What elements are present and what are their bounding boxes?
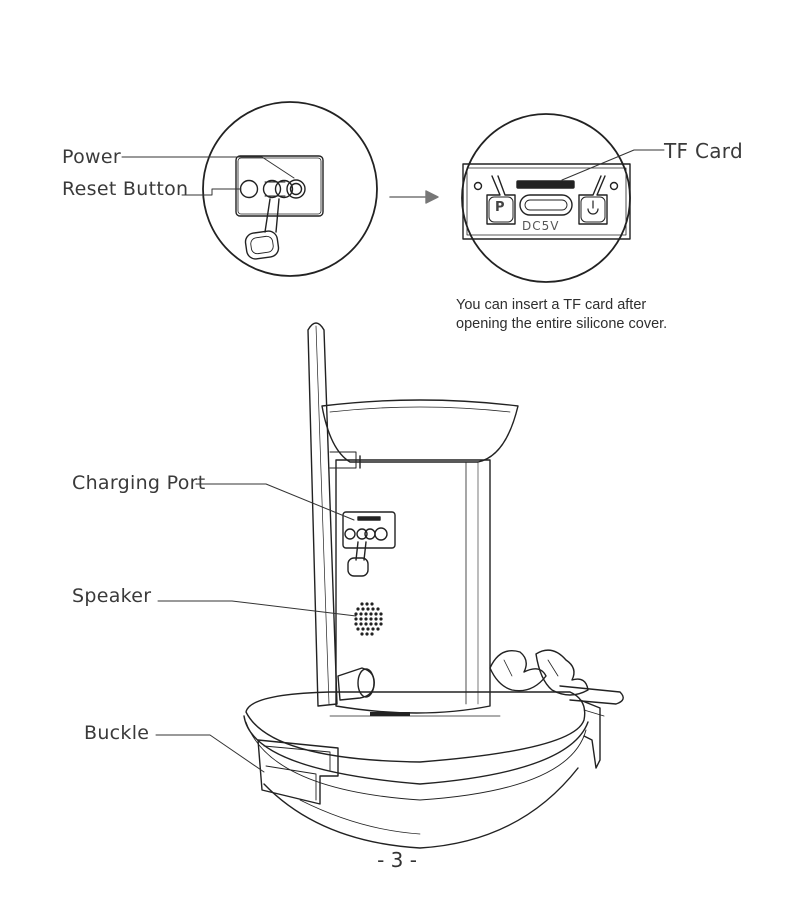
- label-speaker: Speaker: [72, 585, 151, 607]
- leader-reset: [182, 189, 241, 195]
- zoom-circle-open-cover: [462, 114, 630, 282]
- note-line-1: You can insert a TF card after: [456, 296, 667, 315]
- note-line-2: opening the entire silicone cover.: [456, 315, 667, 334]
- tf-card-note: You can insert a TF card after opening t…: [456, 296, 667, 334]
- speaker-grille: [354, 602, 382, 635]
- label-tf-card: TF Card: [664, 139, 743, 163]
- label-power: Power: [62, 146, 121, 168]
- leader-speaker: [158, 601, 356, 616]
- label-charging-port: Charging Port: [72, 472, 205, 494]
- dc5v-label: DC5V: [522, 219, 559, 233]
- leader-lines: [122, 150, 664, 772]
- label-buckle: Buckle: [84, 722, 149, 744]
- leader-tf-card: [562, 150, 664, 180]
- leader-buckle: [156, 735, 264, 772]
- reset-p-glyph: P: [495, 200, 505, 215]
- page-number: - 3 -: [0, 848, 794, 872]
- arrow-icon: [390, 191, 438, 203]
- label-reset-button: Reset Button: [62, 178, 188, 200]
- camera-device: [244, 323, 623, 848]
